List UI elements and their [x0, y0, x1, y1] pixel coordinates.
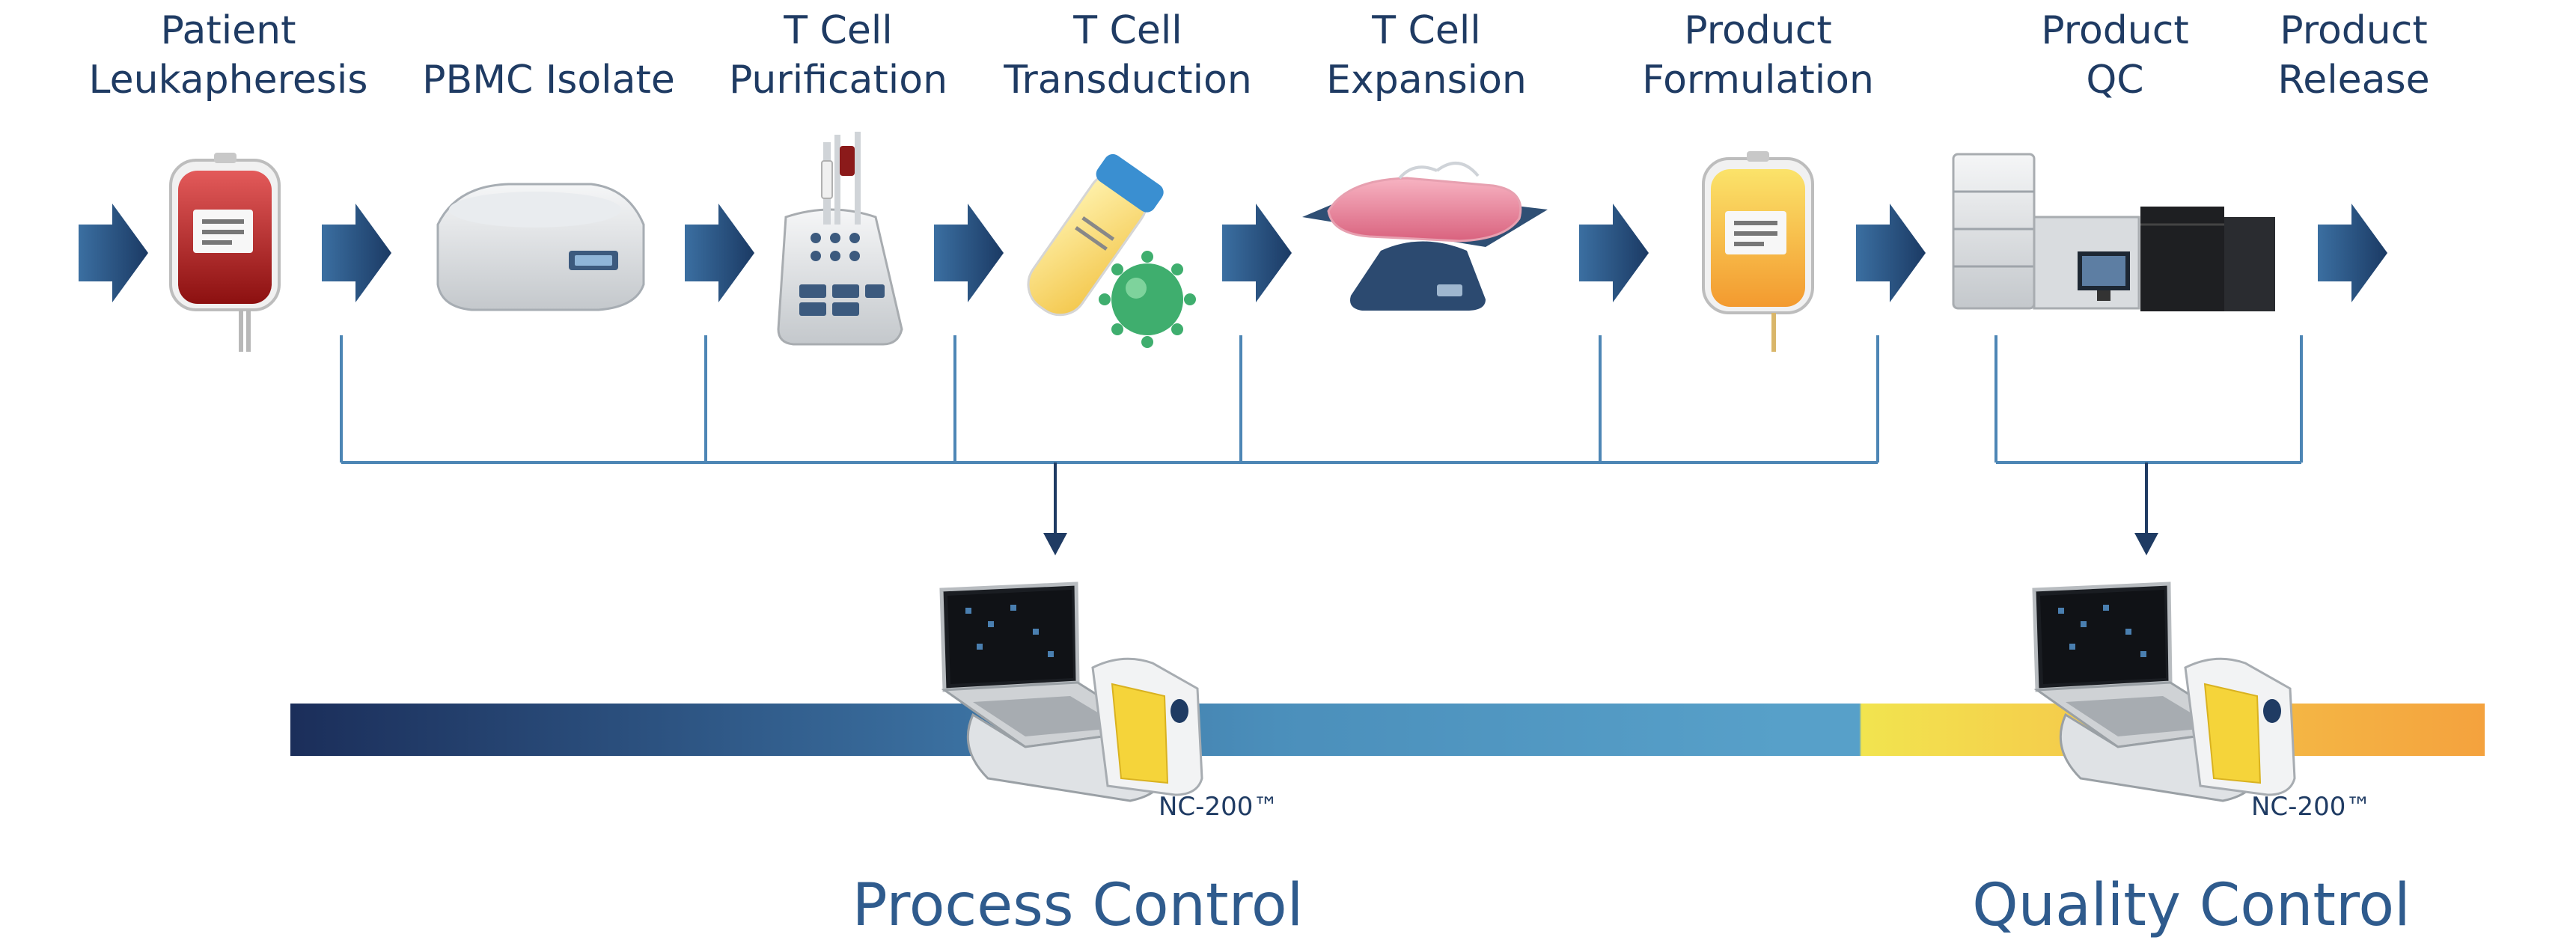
chevron-arrow-icon — [1579, 204, 1649, 302]
chevron-arrow-icon — [934, 204, 1004, 302]
process-control-title: Process Control — [852, 872, 1304, 939]
nc200-laptop-device-icon — [2032, 582, 2296, 802]
step-label-line1: Product — [2041, 8, 2189, 53]
down-arrow-icon — [2134, 463, 2158, 555]
step-label-line2: Leukapheresis — [88, 58, 368, 103]
step-label-line1: T Cell — [1372, 8, 1481, 53]
step-label-line1: T Cell — [1073, 8, 1182, 53]
step-label-t-cell-expansion: T Cell Expansion — [1326, 6, 1527, 105]
nc200-laptop-device-icon — [939, 582, 1203, 802]
pbmc-instrument-icon — [436, 183, 645, 311]
step-label-line2: Expansion — [1326, 58, 1527, 103]
step-label-line2: PBMC Isolate — [422, 58, 675, 103]
chevron-arrow-icon — [1222, 204, 1292, 302]
step-label-patient-leukapheresis: Patient Leukapheresis — [89, 6, 368, 105]
step-label-product-qc: Product QC — [2041, 6, 2188, 105]
quality-control-title: Quality Control — [1972, 872, 2411, 939]
down-arrow-icon — [1043, 463, 1067, 555]
step-label-line1: Patient — [160, 8, 296, 53]
chevron-arrows — [79, 204, 2387, 302]
transduction-tube-virus-icon — [1027, 153, 1196, 348]
expansion-rocker-icon — [1302, 162, 1548, 311]
chevron-arrow-icon — [322, 204, 391, 302]
step-label-line1: Product — [1684, 8, 1832, 53]
step-label-line1: Product — [2280, 8, 2428, 53]
step-label-product-release: Product Release — [2277, 6, 2429, 105]
chevron-arrow-icon — [2318, 204, 2387, 302]
qc-instruments-icon — [1952, 153, 2275, 311]
device-model-label: NC-200™ — [2251, 792, 2372, 822]
purification-stand-icon — [777, 132, 903, 346]
step-label-line2: Purification — [728, 58, 948, 103]
chevron-arrow-icon — [79, 204, 148, 302]
device-model-label: NC-200™ — [1159, 792, 1279, 822]
step-label-line2: QC — [2086, 58, 2144, 103]
step-label-line2: Transduction — [1004, 58, 1252, 103]
step-label-line1: T Cell — [784, 8, 893, 53]
chevron-arrow-icon — [685, 204, 754, 302]
step-label-line2: Formulation — [1642, 58, 1874, 103]
chevron-arrow-icon — [1856, 204, 1926, 302]
process-connector — [340, 335, 1879, 464]
step-label-t-cell-purification: T Cell Purification — [729, 6, 947, 105]
step-label-line2: Release — [2277, 58, 2430, 103]
formulation-bag-icon — [1702, 151, 1814, 352]
quality-connector — [1994, 335, 2303, 464]
step-label-pbmc-isolate: PBMC Isolate — [422, 55, 675, 105]
step-label-t-cell-transduction: T Cell Transduction — [1004, 6, 1252, 105]
blood-bag-icon — [169, 153, 281, 352]
step-label-product-formulation: Product Formulation — [1642, 6, 1874, 105]
